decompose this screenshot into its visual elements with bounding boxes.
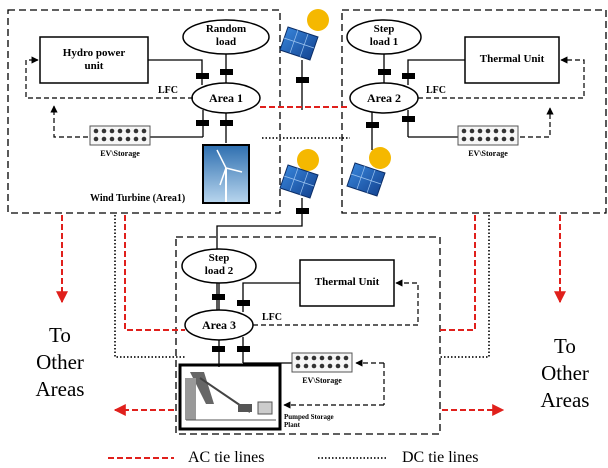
hydro-unit-box [39,36,149,84]
solar-panel-mid-icon [279,149,319,199]
area2-label: Area 2 [366,91,402,105]
other-areas-left-line1: To [49,323,71,347]
pumped-storage-line1: Pumped Storage [284,413,334,421]
random-load-line2: load [215,36,237,48]
solar-panel-top-icon [279,9,329,61]
ev-cars-area2 [461,128,515,142]
step-load1-line2: load 1 [369,36,399,48]
lfc-label-area3: LFC [262,312,282,323]
random-load-line1: Random [205,23,247,35]
pumped-storage-line2: Plant [284,421,300,429]
wind-turbine-label: Wind Turbine (Area1) [90,193,186,204]
step-load2-line2: load 2 [204,265,234,277]
area1-boundary [7,9,281,214]
area2-boundary [341,9,607,214]
legend-dc-label: DC tie lines [402,449,479,466]
lfc-label-area2: LFC [426,85,446,96]
solar-panel-area2-icon [346,147,391,197]
thermal-unit-area3-box [299,259,395,307]
ev-cars-area3 [295,355,349,369]
dc-tie-lines [114,137,490,358]
thermal-unit-area2-box [464,36,560,84]
other-areas-left-line3: Areas [35,377,85,401]
other-areas-right-line2: Other [541,361,589,385]
thermal-unit-area3-label: Thermal Unit [314,276,380,288]
step-load2-line1: Step [208,252,230,264]
lfc-label-area1: LFC [158,85,178,96]
ev-storage-area1-label: EV\Storage [100,149,140,158]
pumped-storage-image [178,363,282,431]
area3-boundary [175,236,441,435]
other-areas-right-line3: Areas [540,388,590,412]
wind-turbine-image [202,144,250,204]
hydro-line1: Hydro power [62,47,126,59]
ev-storage-area2-label: EV\Storage [468,149,508,158]
thermal-unit-area2-label: Thermal Unit [479,53,545,65]
area1-label: Area 1 [208,91,244,105]
step-load1-line1: Step [373,23,395,35]
ac-tie-lines [56,106,566,416]
other-areas-left-line2: Other [36,350,84,374]
ev-storage-area3-label: EV\Storage [302,376,342,385]
other-areas-right-line1: To [554,334,576,358]
area3-label: Area 3 [201,318,237,332]
hydro-line2: unit [84,60,104,72]
ev-cars-area1 [93,128,147,142]
legend-ac-label: AC tie lines [188,449,265,466]
